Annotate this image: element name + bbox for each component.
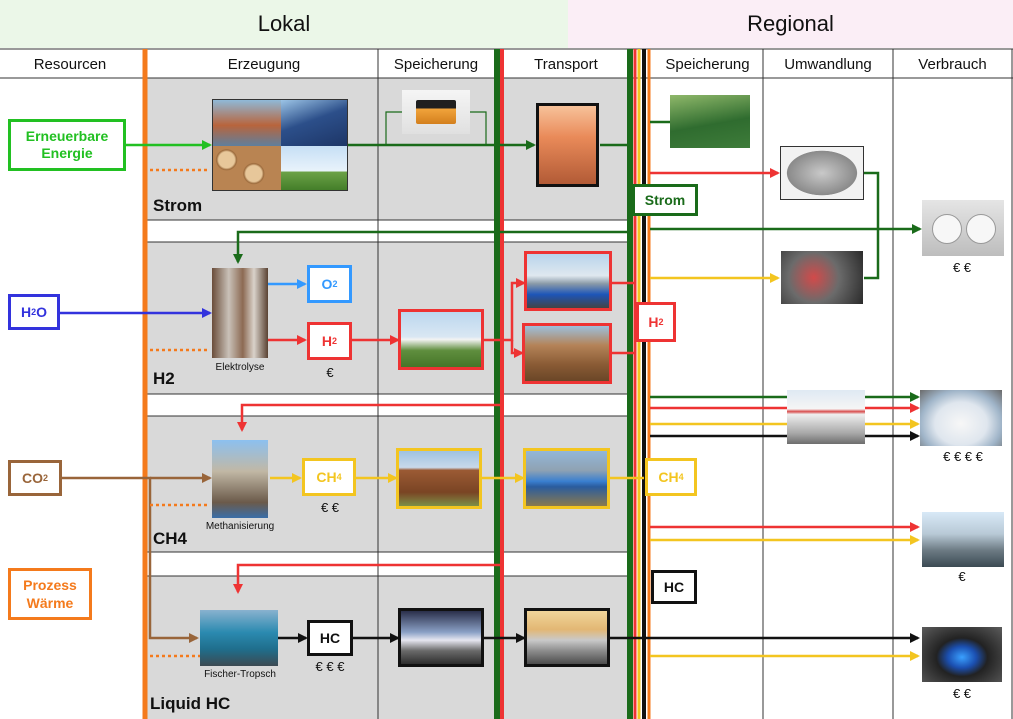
column-header-production: Erzeugung (150, 50, 378, 78)
row-label-strom: Strom (153, 196, 203, 215)
water-h: H (20, 304, 32, 320)
hydrogen-truck-photo (524, 251, 612, 311)
h2-sub: 2 (332, 336, 338, 346)
fuel-cell-photo (780, 146, 864, 200)
column-header-production-text: Erzeugung (227, 55, 301, 73)
solar-hydro-wind-wood-photo (212, 99, 348, 191)
co2-sub: 2 (42, 473, 48, 483)
region-label-local: Lokal (257, 11, 311, 36)
reservoir-photo (670, 95, 750, 148)
cost-socket: € € (952, 260, 972, 275)
row-label-ch4: CH4 (153, 529, 188, 548)
column-header-resources: Resourcen (0, 50, 140, 78)
row-label-liquid-hc: Liquid HC (150, 694, 231, 713)
column-header-consumption-text: Verbrauch (918, 55, 987, 73)
battery-icon (402, 90, 470, 134)
resource-renewable-text: Erneuerbare Energie (25, 128, 109, 161)
regional-h2-text: H (648, 314, 659, 330)
engine-photo (781, 251, 863, 304)
caption-electrolysis: Elektrolyse (215, 362, 265, 373)
cost-h2: € (326, 365, 334, 380)
gas-pipeline-photo (523, 448, 610, 509)
fischer-tropsch-plant-photo (200, 610, 278, 666)
ch4-text: CH (316, 469, 337, 485)
wall-socket-photo (922, 200, 1004, 256)
power-pylon-photo (536, 103, 599, 187)
regional-ch4-text: CH (658, 469, 679, 485)
row-label-h2: H2 (153, 369, 175, 388)
column-header-conversion: Umwandlung (763, 50, 893, 78)
column-header-storage-local-text: Speicherung (393, 55, 479, 73)
caption-methanation: Methanisierung (205, 521, 275, 532)
cost-stove: € € (952, 686, 972, 701)
co2-text: CO (21, 470, 43, 486)
regional-h2-sub: 2 (658, 317, 664, 327)
column-header-conversion-text: Umwandlung (784, 55, 872, 73)
regional-ch4-sub: 4 (678, 472, 684, 482)
column-header-storage-regional: Speicherung (652, 50, 763, 78)
column-header-consumption: Verbrauch (893, 50, 1012, 78)
water-o: O (36, 304, 48, 320)
resource-renewable-energy: Erneuerbare Energie (8, 119, 126, 171)
regional-hc-box: HC (651, 570, 697, 604)
cost-hc: € € € (315, 659, 345, 674)
h2-text: H (321, 333, 333, 349)
column-header-resources-text: Resourcen (33, 55, 107, 73)
gas-stove-photo (922, 627, 1002, 682)
product-hc: HC (307, 620, 353, 656)
gas-station-photo (787, 390, 865, 444)
electrolyzer-photo (212, 268, 268, 358)
cost-ch4: € € (320, 500, 340, 515)
column-header-transport: Transport (506, 50, 626, 78)
region-header-regional: Regional (568, 0, 1013, 48)
gas-storage-sphere-photo (398, 309, 484, 370)
caption-fischer-tropsch: Fischer-Tropsch (204, 669, 276, 680)
column-header-storage-local: Speicherung (378, 50, 494, 78)
electric-car-photo (920, 390, 1002, 446)
water-sub: 2 (31, 307, 37, 317)
gas-holder-photo (396, 448, 482, 509)
cost-car: € € € € (943, 449, 983, 464)
tanker-truck-photo (524, 608, 610, 667)
industry-plant-photo (922, 512, 1004, 567)
regional-strom-box: Strom (632, 184, 698, 216)
ch4-sub: 4 (336, 472, 342, 482)
pipeline-trench-photo (522, 323, 612, 384)
region-header-local: Lokal (0, 0, 568, 48)
column-header-storage-regional-text: Speicherung (665, 55, 750, 73)
resource-heat-text: Prozess Wärme (23, 577, 77, 611)
column-header-transport-text: Transport (534, 55, 598, 73)
cost-industry: € (958, 569, 966, 584)
resource-process-heat: Prozess Wärme (8, 568, 92, 620)
region-label-regional: Regional (747, 11, 834, 36)
o2-sub: 2 (332, 279, 338, 289)
methanation-plant-photo (212, 440, 268, 518)
o2-text: O (321, 276, 333, 292)
oil-tank-photo (398, 608, 484, 667)
